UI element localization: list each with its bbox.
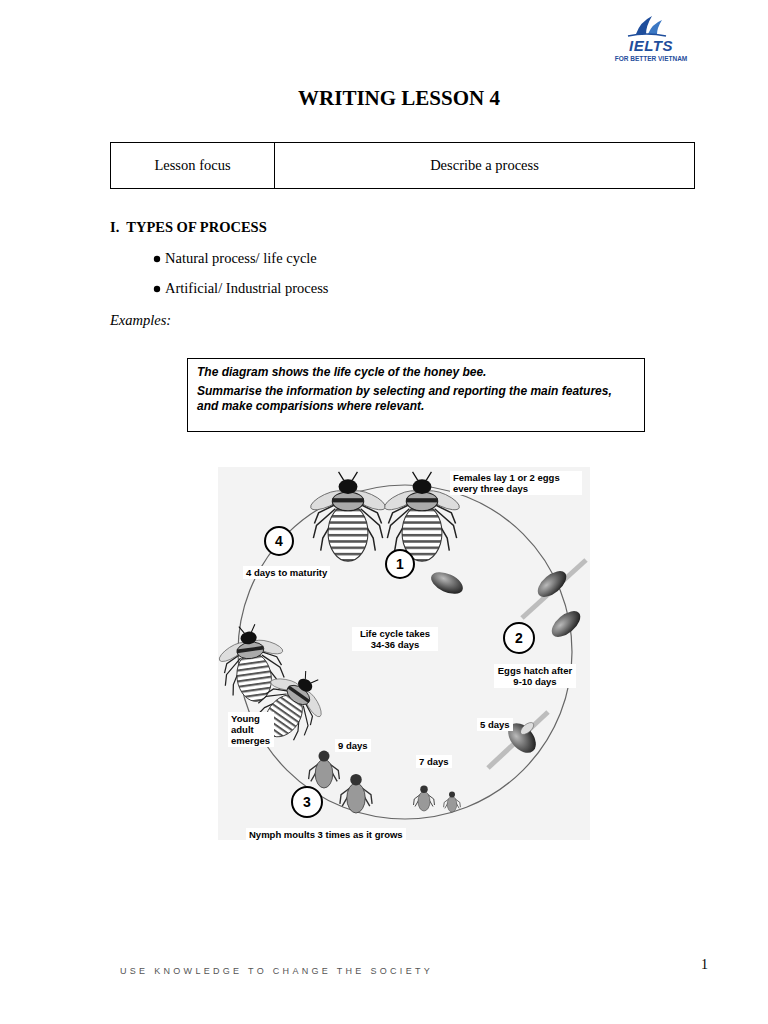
- circle-shape: [386, 550, 414, 578]
- label-anchor: Examples:: [110, 312, 171, 329]
- stage-note: Females lay 1 or 2 eggs every three days: [450, 471, 582, 495]
- task-text: The diagram shows the life cycle of the …: [197, 365, 635, 380]
- page-number: 1: [701, 957, 708, 973]
- label-anchor: Females lay 1 or 2 eggs every three days: [450, 471, 582, 496]
- drawing-part: [340, 774, 372, 813]
- drawing-part: [533, 566, 571, 602]
- circle-shape: [504, 623, 534, 653]
- title-anchor: WRITING LESSON 4: [200, 86, 598, 111]
- logo-text: IELTS: [606, 37, 696, 54]
- label-anchor: 7 days: [416, 751, 452, 769]
- page-title: WRITING LESSON 4: [200, 86, 598, 111]
- label-anchor: FOR BETTER VIETNAM: [601, 55, 701, 62]
- drawing-part: [309, 751, 340, 788]
- drawing-part: [428, 568, 466, 599]
- label-anchor: 9 days: [335, 735, 371, 753]
- drawing-part: [444, 792, 461, 812]
- task-box: The diagram shows the life cycle of the …: [187, 358, 645, 432]
- logo-sail: [628, 16, 666, 36]
- callout-number: 1: [396, 556, 404, 572]
- bullet-dot: [154, 286, 160, 292]
- callout-circle: 1: [385, 549, 415, 579]
- duration-label: 9 days: [335, 739, 371, 752]
- duration-label: 7 days: [416, 755, 452, 768]
- callout-number: 2: [515, 630, 523, 646]
- logo-tagline: FOR BETTER VIETNAM: [601, 55, 701, 62]
- label-anchor: 5 days: [477, 714, 513, 732]
- bullet-dot: [154, 256, 160, 262]
- task-text: Summarise the information by selecting a…: [197, 384, 635, 414]
- cell-text: Describe a process: [283, 157, 686, 174]
- drawing-part: [648, 20, 662, 34]
- label-anchor: Eggs hatch after 9-10 days: [494, 664, 576, 689]
- label-anchor: 4 days to maturity: [243, 562, 330, 580]
- drawing-part: [628, 34, 666, 36]
- table-cell: Describe a process: [275, 142, 695, 189]
- stage-note: Nymph moults 3 times as it grows: [246, 828, 406, 841]
- drawing-part: [414, 786, 435, 812]
- examples-label: Examples:: [110, 312, 171, 329]
- label-anchor: USE KNOWLEDGE TO CHANGE THE SOCIETY: [120, 966, 433, 976]
- life-cycle-illustration: [213, 467, 590, 840]
- callout-number: 3: [303, 794, 311, 810]
- label-anchor: Nymph moults 3 times as it grows: [246, 824, 406, 842]
- centre-note: Life cycle takes 34-36 days: [352, 627, 438, 651]
- label-anchor: Natural process/ life cycle: [165, 250, 317, 267]
- label-anchor: Life cycle takes 34-36 days: [352, 627, 438, 652]
- duration-label: 5 days: [477, 718, 513, 731]
- circle-shape: [265, 527, 293, 555]
- table-cell: Lesson focus: [110, 142, 275, 189]
- drawing-part: [213, 621, 291, 706]
- section-heading: I. TYPES OF PROCESS: [110, 219, 267, 236]
- drawing-part: [308, 472, 388, 561]
- drawing-part: [547, 606, 585, 642]
- label-anchor: IELTS: [606, 37, 696, 54]
- cell-text: Lesson focus: [119, 157, 266, 174]
- label-anchor: Young adult emerges: [228, 712, 274, 748]
- callout-circle: 3: [291, 786, 323, 818]
- callout-number: 4: [275, 533, 283, 549]
- bullet-text: Natural process/ life cycle: [165, 250, 317, 267]
- footer-motto: USE KNOWLEDGE TO CHANGE THE SOCIETY: [120, 966, 433, 976]
- drawing-part: [522, 560, 586, 618]
- callout-circle: 2: [503, 622, 535, 654]
- stage-note: Young adult emerges: [228, 712, 274, 747]
- label-anchor: I. TYPES OF PROCESS: [110, 219, 267, 236]
- circle-shape: [292, 787, 322, 817]
- stage-note: 4 days to maturity: [243, 566, 330, 579]
- callout-circle: 4: [264, 526, 294, 556]
- bullet-text: Artificial/ Industrial process: [165, 280, 328, 297]
- drawing-part: [518, 720, 535, 736]
- label-anchor: Artificial/ Industrial process: [165, 280, 328, 297]
- stage-note: Eggs hatch after 9-10 days: [494, 664, 576, 688]
- label-anchor: 1: [701, 957, 708, 973]
